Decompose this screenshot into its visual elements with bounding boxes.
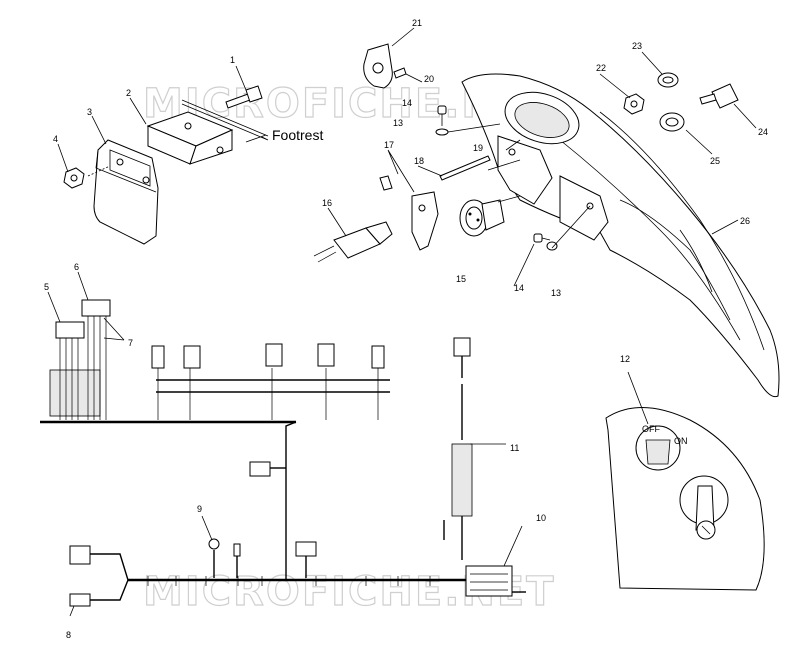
connector-11-top: [453, 337, 471, 357]
callout-7: 7: [128, 338, 133, 348]
tail-light-3: [93, 139, 159, 245]
callout-22: 22: [596, 63, 606, 73]
branch-connector-b: [183, 345, 201, 369]
branch-connector-a: [151, 345, 165, 369]
handlebar-pod-assembly: [313, 43, 780, 398]
callout-4: 4: [53, 134, 58, 144]
tail-light-assembly: Footrest: [63, 85, 323, 245]
switch-off-label: OFF: [642, 424, 660, 434]
nut-22: [623, 93, 645, 115]
mid-connector: [295, 541, 317, 557]
ring-terminal-9: [208, 538, 241, 578]
callout-14-top: 14: [402, 98, 412, 108]
callout-9: 9: [197, 504, 202, 514]
callout-3: 3: [87, 107, 92, 117]
callout-6: 6: [74, 262, 79, 272]
callout-19: 19: [473, 143, 483, 153]
screw-14-lower: [533, 233, 551, 243]
branch-connector-e: [371, 345, 385, 369]
screw-20: [393, 67, 407, 79]
grommet-25: [659, 112, 685, 132]
harness-sleeve: [49, 369, 101, 417]
screw-14-top: [437, 105, 447, 126]
callout-14-lower: 14: [514, 283, 524, 293]
connector-5: [55, 321, 85, 339]
switch-panel-12: OFF ON: [605, 407, 765, 591]
connector-6: [81, 299, 111, 317]
washer-13-top: [435, 128, 449, 136]
callout-17: 17: [384, 140, 394, 150]
callout-11: 11: [510, 443, 519, 453]
callout-26: 26: [740, 216, 750, 226]
callout-18: 18: [414, 156, 424, 166]
bolt-1: [225, 85, 263, 109]
callout-23: 23: [632, 41, 642, 51]
branch-connector-c: [265, 343, 283, 367]
connector-10: [465, 565, 513, 597]
switch-17: [379, 175, 439, 251]
connector-8: [69, 545, 91, 565]
callout-24: 24: [758, 127, 768, 137]
grommet-23: [657, 72, 679, 88]
callout-20: 20: [424, 74, 434, 84]
callout-10: 10: [536, 513, 546, 523]
callout-13-lower: 13: [551, 288, 561, 298]
dashed-axis: [87, 165, 111, 177]
callout-5: 5: [44, 282, 49, 292]
callouts: 1 2 3 4 5 6 7 8 9 10 11 12 13 13 14 14 1…: [44, 18, 768, 640]
callout-8: 8: [66, 630, 71, 640]
switch-on-label: ON: [674, 436, 688, 446]
pin-18: [439, 155, 491, 181]
callout-1: 1: [230, 55, 235, 65]
key-24: [699, 83, 739, 109]
callout-2: 2: [126, 88, 131, 98]
mount-block-2: [146, 111, 234, 165]
nut-4: [63, 167, 85, 189]
side-connector: [249, 461, 271, 477]
clip-21: [363, 43, 393, 89]
callout-16: 16: [322, 198, 332, 208]
callout-13-top: 13: [393, 118, 403, 128]
switch-16: [313, 221, 393, 263]
callout-15: 15: [456, 274, 466, 284]
ignition-15: [459, 199, 505, 237]
washer-13-lower: [546, 241, 558, 251]
callout-12: 12: [620, 354, 630, 364]
footrest-leader: [245, 134, 267, 143]
footrest-plate: [181, 99, 269, 141]
connector-8b: [69, 593, 91, 607]
callout-25: 25: [710, 156, 720, 166]
callout-21: 21: [412, 18, 422, 28]
sub-harness-11: [451, 443, 473, 517]
footrest-label: Footrest: [272, 127, 323, 143]
branch-connector-d: [317, 343, 335, 367]
wiring-harness: [40, 299, 526, 607]
